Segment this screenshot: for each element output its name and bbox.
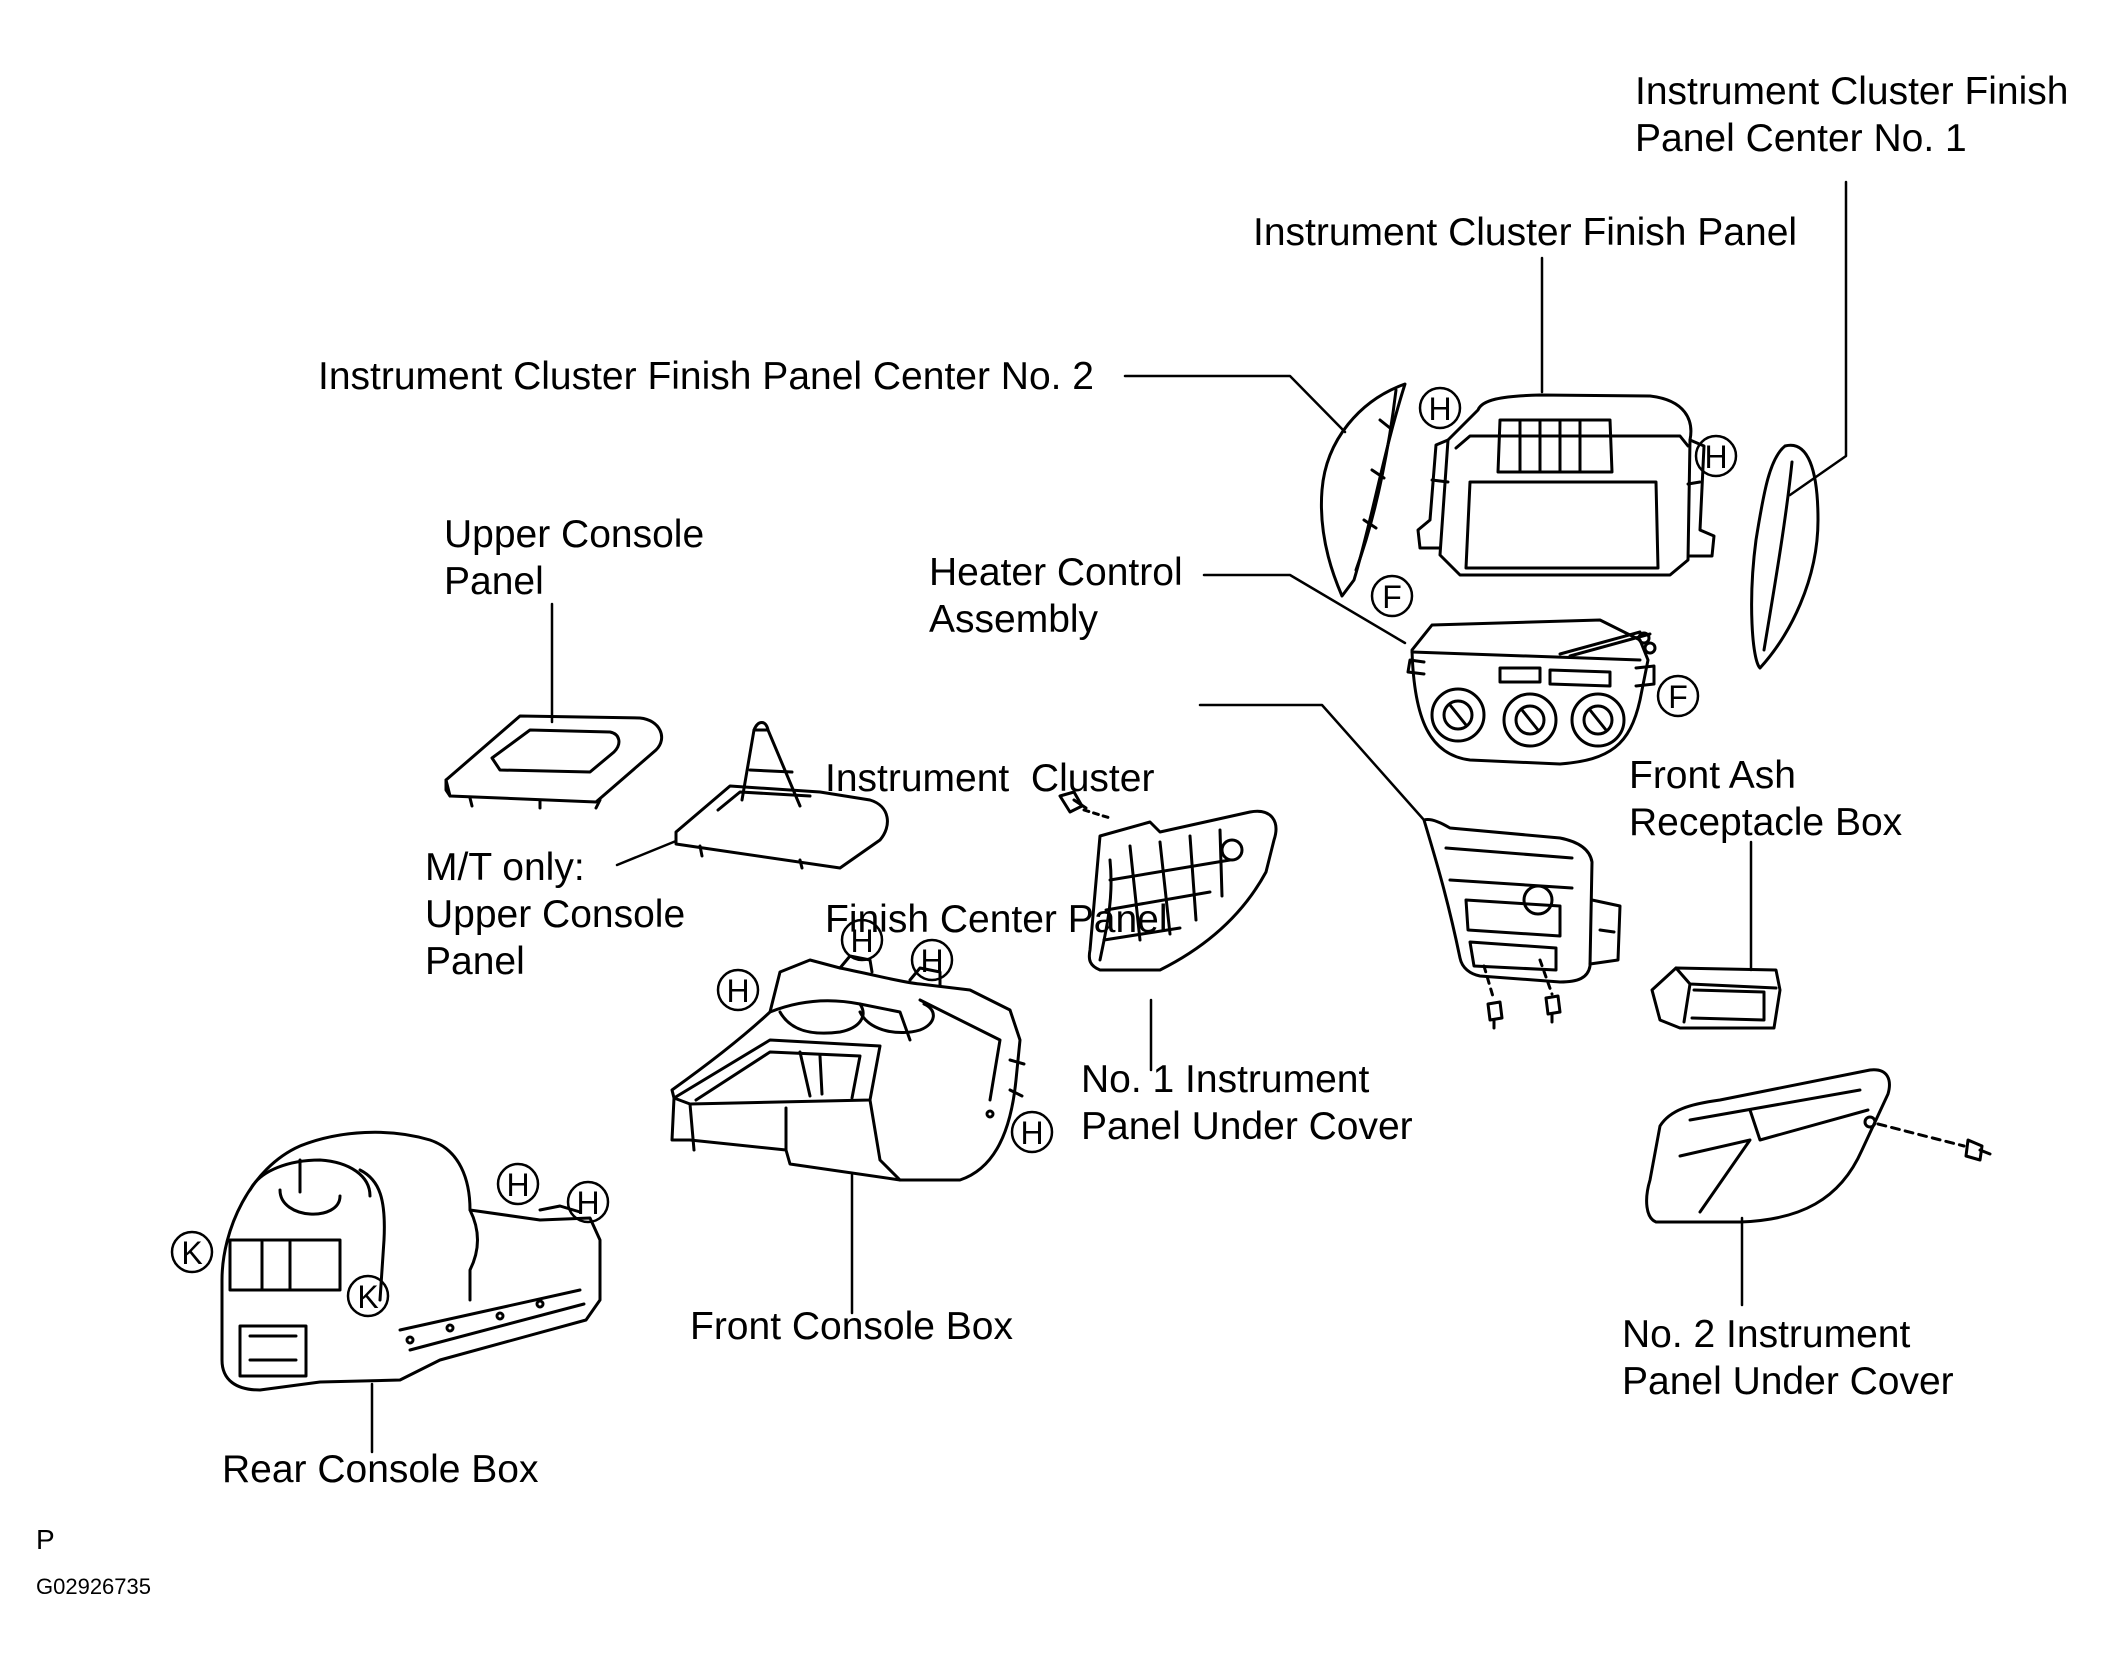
label-line: Panel Under Cover bbox=[1622, 1360, 1954, 1403]
label-line: Panel Under Cover bbox=[1081, 1105, 1413, 1148]
label-line: M/T only: bbox=[425, 846, 585, 889]
label-upper-console-panel: Upper Console Panel bbox=[444, 511, 704, 605]
label-line: Upper Console bbox=[425, 893, 686, 936]
finish-panel-center-no2-part bbox=[1319, 382, 1407, 598]
label-front-ash-receptacle-box: Front Ash Receptacle Box bbox=[1629, 752, 1902, 846]
upper-console-panel-part bbox=[444, 714, 663, 810]
label-line: Panel Center No. 1 bbox=[1635, 117, 1967, 160]
clip-marker-h: H bbox=[840, 918, 884, 962]
rear-console-box-part bbox=[220, 1130, 602, 1392]
figure-code: G02926735 bbox=[36, 1574, 151, 1599]
label-line: No. 1 Instrument bbox=[1081, 1058, 1370, 1101]
clip-markers: H H F F H H H H H H K K bbox=[170, 386, 1738, 1318]
label-line: Front Ash bbox=[1629, 754, 1796, 797]
label-no2-under-cover: No. 2 Instrument Panel Under Cover bbox=[1622, 1311, 1954, 1405]
heater-control-part bbox=[1406, 618, 1657, 766]
label-mt-upper-console-panel: M/T only: Upper Console Panel bbox=[425, 844, 685, 985]
label-line: Receptacle Box bbox=[1629, 801, 1903, 844]
finish-center-panel-part bbox=[1422, 818, 1622, 984]
label-line: Instrument Cluster Finish bbox=[1635, 70, 2069, 113]
label-no1-under-cover: No. 1 Instrument Panel Under Cover bbox=[1081, 1056, 1413, 1150]
clip-marker-h-letter: H bbox=[506, 1167, 529, 1203]
clip-marker-f-letter: F bbox=[1668, 679, 1688, 715]
ash-receptacle-part bbox=[1650, 966, 1782, 1030]
label-line: Instrument Cluster bbox=[825, 757, 1155, 800]
clip-marker-h-letter: H bbox=[726, 973, 749, 1009]
label-finish-panel-center-no1: Instrument Cluster Finish Panel Center N… bbox=[1635, 68, 2068, 162]
label-line: Upper Console bbox=[444, 513, 705, 556]
clip-marker-h-letter: H bbox=[850, 923, 873, 959]
clip-marker-h: H bbox=[1418, 386, 1462, 430]
label-heater-control-assembly: Heater Control Assembly bbox=[929, 549, 1183, 643]
front-console-box-part bbox=[670, 954, 1026, 1182]
clip-marker-h-letter: H bbox=[576, 1185, 599, 1221]
finish-panel-center-no1-part bbox=[1750, 443, 1820, 670]
clip-marker-h: H bbox=[1694, 434, 1738, 478]
label-line: Panel bbox=[425, 940, 525, 983]
clip-marker-h: H bbox=[496, 1162, 540, 1206]
clip-marker-h-letter: H bbox=[1020, 1115, 1043, 1151]
label-line: Instrument Cluster Finish Panel Center N… bbox=[318, 355, 1095, 398]
label-line: Panel bbox=[444, 560, 544, 603]
screws-center-panel bbox=[1482, 958, 1562, 1030]
label-line: Heater Control bbox=[929, 551, 1183, 594]
label-front-console-box: Front Console Box bbox=[690, 1303, 1013, 1350]
label-finish-panel-center-no2: Instrument Cluster Finish Panel Center N… bbox=[318, 353, 1094, 400]
page-mark: P bbox=[36, 1524, 55, 1555]
mt-upper-console-panel-part bbox=[674, 721, 889, 870]
clip-marker-k: K bbox=[170, 1230, 214, 1274]
clip-marker-h-letter: H bbox=[920, 943, 943, 979]
leader-lines bbox=[370, 180, 1848, 1454]
finish-panel-part bbox=[1416, 393, 1716, 577]
clip-marker-h: H bbox=[716, 968, 760, 1012]
label-line: Front Console Box bbox=[690, 1305, 1013, 1348]
label-rear-console-box: Rear Console Box bbox=[222, 1446, 539, 1493]
clip-marker-h: H bbox=[910, 938, 954, 982]
clip-marker-k: K bbox=[346, 1274, 390, 1318]
clip-marker-f-letter: F bbox=[1382, 579, 1402, 615]
clip-marker-f: F bbox=[1656, 674, 1700, 718]
label-line: Finish Center Panel bbox=[825, 898, 1168, 941]
no2-under-cover-part bbox=[1645, 1068, 1992, 1224]
clip-marker-f: F bbox=[1370, 574, 1414, 618]
no1-under-cover-part bbox=[1058, 790, 1278, 972]
label-line: No. 2 Instrument bbox=[1622, 1313, 1911, 1356]
clip-marker-h-letter: H bbox=[1428, 391, 1451, 427]
clip-marker-h: H bbox=[566, 1180, 610, 1224]
clip-marker-k-letter: K bbox=[357, 1279, 378, 1315]
label-line: Instrument Cluster Finish Panel bbox=[1253, 211, 1798, 254]
clip-marker-h: H bbox=[1010, 1110, 1054, 1154]
label-line: Assembly bbox=[929, 598, 1099, 641]
label-finish-center-panel: Instrument Cluster Finish Center Panel bbox=[825, 661, 1168, 1037]
clip-marker-h-letter: H bbox=[1704, 439, 1727, 475]
label-line: Rear Console Box bbox=[222, 1448, 539, 1491]
label-finish-panel: Instrument Cluster Finish Panel bbox=[1253, 209, 1797, 256]
clip-marker-k-letter: K bbox=[181, 1235, 202, 1271]
